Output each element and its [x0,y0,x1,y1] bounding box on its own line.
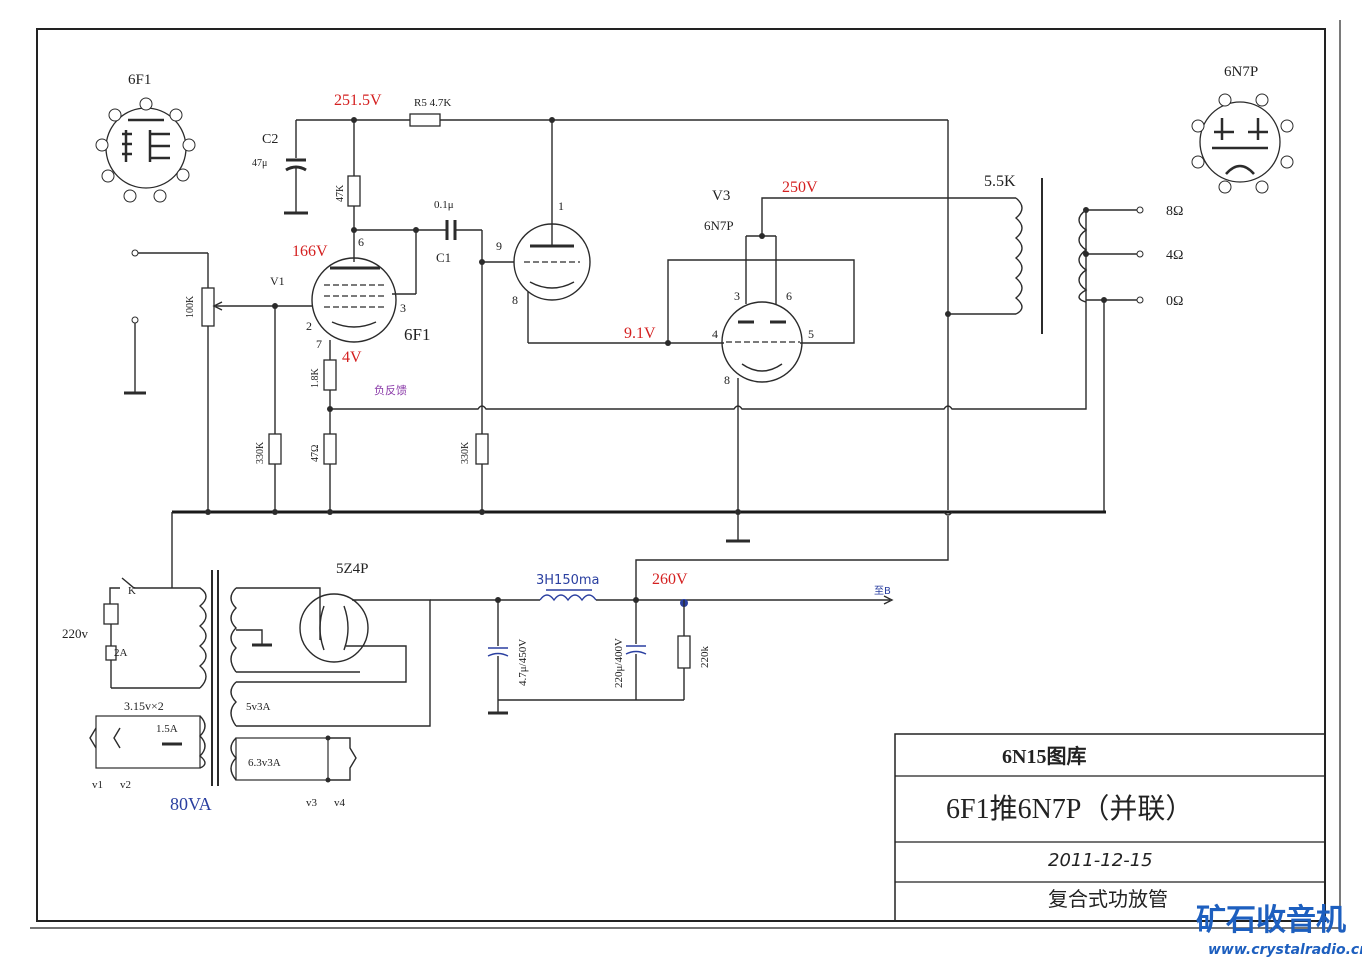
r-plate-label: 47K [335,184,346,202]
feedback-line: 负反馈 [330,210,1087,410]
title-block: 6N15图库 6F1推6N7P（并联） 2011-12-15 复合式功放管 [894,733,1326,922]
watermark-text: 矿石收音机 [1196,903,1346,938]
mains-plug [103,603,119,625]
power-supply: K 220v 2A 5Z4P 5v3A 6.3v3A v3 v4 [62,561,431,814]
r-right-label: 330K [460,441,471,464]
v3-pin-5: 5 [808,327,814,341]
output-4ohm: 4Ω [1166,248,1183,263]
resistor-cathode-1 [323,359,337,391]
v3-pin-8: 8 [724,373,730,387]
voltage-supply: 260V [652,571,688,588]
capacitor-c2: C2 47μ [252,120,308,215]
watermark-url: www.crystalradio.cn [1208,942,1362,958]
output-8ohm: 8Ω [1166,204,1183,219]
v2-pin-9: 9 [496,239,502,253]
voltage-b-plus: 251.5V [334,92,382,109]
tube-v1-6f1: 6 3 2 7 6F1 V1 4V [270,235,430,366]
v3-pin-6: 6 [786,289,792,303]
capacitor-c1: 0.1μ C1 [416,199,483,434]
c2-label: C2 [262,132,278,147]
voltage-v1-plate: 166V [292,243,328,260]
r5-label: R5 4.7K [414,97,451,109]
transformer-label: 80VA [170,794,212,814]
heater-left-current: 1.5A [156,723,178,735]
title-main: 6F1推6N7P（并联） [946,793,1193,825]
tube-v2: 1 9 8 [479,120,668,344]
output-0ohm: 0Ω [1166,294,1183,309]
resistor-plate [347,175,361,207]
resistor-grid-right [475,433,489,465]
v3-label: V3 [712,188,730,204]
r-cathode1-label: 1.8K [310,368,321,389]
v1-tube-label: 6F1 [404,325,430,344]
mains-label: 220v [62,626,89,641]
pot-label: 100K [185,295,196,318]
v2-pin-1: 1 [558,199,564,213]
tag-v1: v1 [92,779,103,791]
tube-v3-6n7p: V3 6N7P 250V 3 6 4 5 8 [665,179,948,512]
input-section: 100K [124,249,312,512]
resistor-grid-left [268,433,282,465]
tag-v4: v4 [334,797,346,809]
r-cathode2-label: 47Ω [310,445,321,462]
sec-63v-label: 6.3v3A [248,757,281,769]
v3-pin-4: 4 [712,327,718,341]
c2-value: 47μ [252,158,267,169]
title-library: 6N15图库 [1002,744,1086,768]
title-subtitle: 复合式功放管 [1048,888,1168,911]
r-left-label: 330K [255,441,266,464]
title-date: 2011-12-15 [1048,850,1153,871]
pinout-6f1: 6F1 [95,72,196,203]
switch-label: K [128,585,136,597]
voltage-v1-cathode: 4V [342,349,362,366]
v1-pin-3: 3 [400,301,406,315]
sec-5v-label: 5v3A [246,701,271,713]
resistor-r5 [409,113,441,127]
cap-a-label: 4.7μ/450V [517,639,529,686]
voltage-v3-grid: 9.1V [624,325,656,342]
resistor-bleeder [677,635,691,669]
ground-bus [171,509,1106,600]
cap-b-label: 220μ/400V [613,638,625,688]
v1-label: V1 [270,274,285,288]
v3-tube-label: 6N7P [704,218,734,233]
fuse-label: 2A [114,647,128,659]
pinout-6n7p-name: 6N7P [1224,64,1258,80]
watermark-logo: 矿石收音机 www.crystalradio.cn [1196,903,1362,958]
pinout-6n7p: 6N7P [1191,64,1294,194]
feedback-label: 负反馈 [374,383,407,397]
ot-primary-label: 5.5K [984,173,1016,190]
drawing-border [36,28,1326,922]
resistor-cathode-2 [323,433,337,465]
pinout-6f1-name: 6F1 [128,72,151,88]
v1-pin-6: 6 [358,235,364,249]
heater-left-label: 3.15v×2 [124,699,164,713]
v1-pin-7: 7 [316,337,322,351]
to-b-label: 至B [874,585,891,597]
voltage-v3-plate: 250V [782,179,818,196]
choke-label: 3H150ma [536,573,600,588]
tag-v3: v3 [306,797,318,809]
v3-pin-3: 3 [734,289,740,303]
c1-label: C1 [436,250,451,265]
c1-value: 0.1μ [434,199,454,211]
b-plus-rail: 251.5V R5 4.7K [296,92,949,510]
bleeder-label: 220k [699,646,711,669]
potentiometer [201,287,215,327]
rect-tube-label: 5Z4P [336,561,369,577]
v2-pin-8: 8 [512,293,518,307]
v1-pin-2: 2 [306,319,312,333]
tag-v2: v2 [120,779,131,791]
output-transformer: 5.5K 8Ω 4Ω 0Ω [945,173,1183,512]
filter-section: 3H150ma 至B 260V 4.7μ/450V 220μ/400V 220k [430,571,894,715]
